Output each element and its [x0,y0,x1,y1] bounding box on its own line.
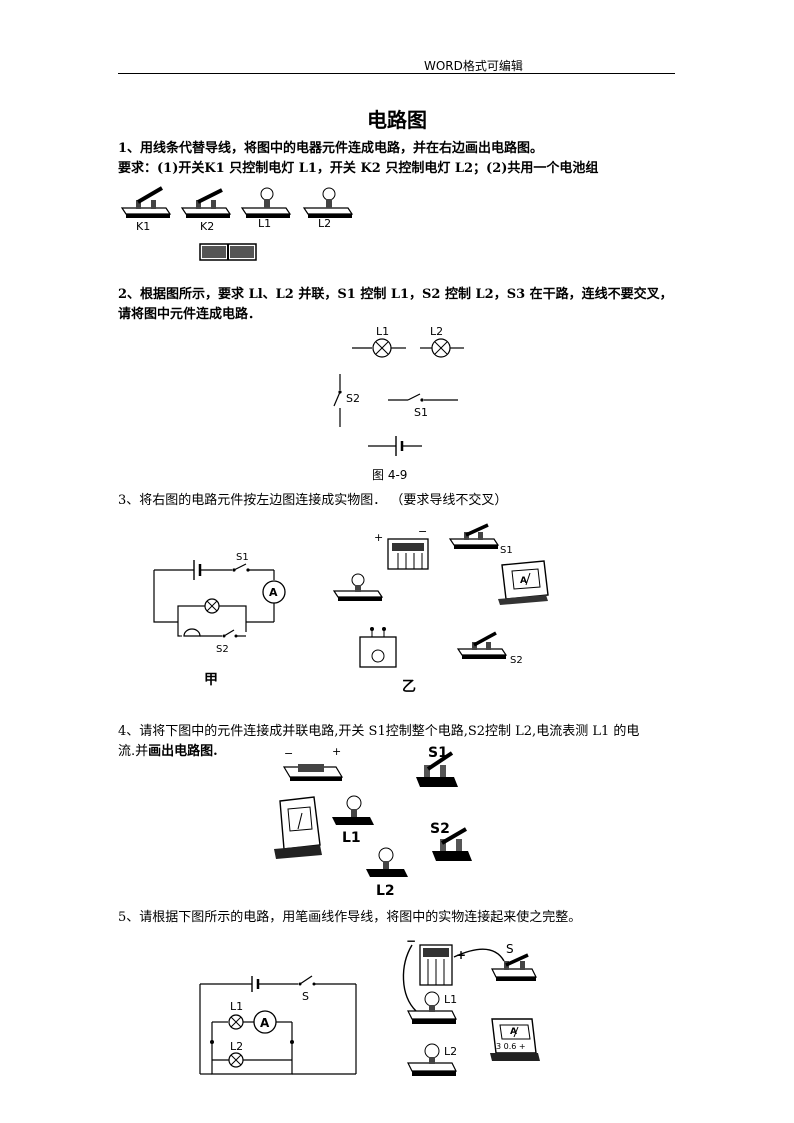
q5-lamp-l1 [407,991,457,1024]
q5-battery-box [419,944,453,986]
q2-figure-caption: 图 4-9 [372,468,407,482]
q5-text-line1: 5、请根据下图所示的电路，用笔画线作导线，将图中的实物连接起来使之完整。 [118,910,582,925]
q4-ammeter [274,796,322,859]
q3-label-s1-diagram: S1 [236,552,249,563]
q2-switch-s2 [333,374,342,427]
q3-label-s2: S2 [510,655,523,666]
q4-label-l2: L2 [376,883,395,899]
q3-label-plus: + [374,531,383,544]
q3-bell-symbol [183,628,201,637]
page-header: WORD格式可编辑 [424,59,523,73]
q3-components-yi: + − S1 A S2 乙 [332,523,549,695]
q2-text-line2: 请将图中元件连成电路． [118,307,262,322]
q4-label-s1: S1 [428,745,448,761]
page-title: 电路图 [367,108,427,132]
q1-battery-pack [199,243,257,261]
q1-lamp-l2 [302,187,354,218]
q1-text-line2: 要求：(1)开关K1 只控制电灯 L1，开关 K2 只控制电灯 L2；(2)共用… [118,161,599,176]
q3-bell [359,627,397,668]
q2-label-l2: L2 [430,325,443,338]
q1-label-k1: K1 [136,220,150,233]
q4-text-line2-start: 流.并 [118,744,149,759]
q5-label-l2: L2 [444,1045,457,1058]
q1-label-k2: K2 [200,220,214,233]
q2-switch-s1 [388,393,458,402]
q3-lamp [332,573,384,601]
q3-caption-jia: 甲 [204,672,218,688]
q4-lamp-l2 [366,847,408,877]
q4-label-minus: − [284,747,293,760]
q1-lamp-l1 [240,187,292,218]
q2-label-l1: L1 [376,325,389,338]
q5-label-l1: L1 [444,993,457,1006]
q5-label-minus: − [406,934,416,948]
q5-wire [402,944,417,1012]
q4-label-s2: S2 [430,821,450,837]
q5-diagram-label-l1: L1 [230,1000,243,1013]
q4-text-line2: 流.并画出电路图. [118,742,218,762]
q4-switch-s2 [432,827,472,861]
q4-text-line1: 4、请将下图中的元件连接成并联电路,开关 S1控制整个电路,S2控制 L2,电流… [118,724,640,739]
q5-diagram-label-a: A [260,1016,270,1030]
q4-label-plus: + [332,745,341,758]
q5-label-s: S [506,942,514,956]
q4-label-l1: L1 [342,830,361,846]
q3-battery-box [387,538,429,570]
q2-battery [368,436,422,456]
q2-label-s1: S1 [414,406,428,419]
q3-label-minus: − [418,525,427,538]
q5-diagram-label-l2: L2 [230,1040,243,1053]
q2-lamp-l2 [420,338,464,358]
q2-lamp-l1 [352,338,406,358]
q5-label-plus: + [456,948,466,962]
q5-meter-scale: 3 0.6 + [496,1042,526,1051]
q5-switch-s [491,953,537,981]
q5-circuit-diagram: S A L1 L2 [199,975,357,1075]
q3-label-a: A [269,586,278,599]
q1-switch-k1 [120,186,172,218]
q3-caption-yi: 乙 [402,679,416,695]
q3-text-line1: 3、将右图的电路元件按左边图连接成实物图． （要求导线不交叉） [118,493,508,508]
q4-lamp-l1 [332,795,374,825]
q1-text-line1: 1、用线条代替导线，将图中的电器元件连成电路，并在右边画出电路图。 [118,141,544,156]
q2-text-line1: 2、根据图所示，要求 Ll、L2 并联，S1 控制 L1，S2 控制 L2，S3… [118,287,673,302]
q1-components-figure: K1 K2 L1 L2 [120,186,354,261]
q3-circuit-diagram-jia: A S1 S2 甲 [153,552,286,688]
q5-components-figure: − + S L1 A 3 0.6 + L2 [402,934,540,1076]
q4-text-line2-bold: 画出电路图. [148,744,218,759]
q5-wire-2 [453,948,505,962]
q4-components-figure: − + S1 L1 S2 L2 [274,745,472,899]
q4-battery [282,764,344,781]
q5-diagram-label-s: S [302,990,309,1003]
q3-switch-s2 [456,631,508,659]
q5-label-a: A [510,1027,517,1037]
q3-label-a-meter: A [520,576,527,586]
q5-lamp-l2 [407,1043,457,1076]
q2-circuit-figure: L1 L2 S2 S1 图 4-9 [333,325,464,482]
header-rule [118,73,675,74]
q4-switch-s1 [416,751,458,787]
q3-label-s2-diagram: S2 [216,644,229,655]
q2-label-s2: S2 [346,392,360,405]
q3-switch-s1 [448,523,500,549]
q1-switch-k2 [180,188,232,218]
q5-ammeter [490,1018,540,1061]
q1-label-l1: L1 [258,217,271,230]
q3-ammeter [498,560,549,605]
q3-label-s1: S1 [500,545,513,556]
q1-label-l2: L2 [318,217,331,230]
